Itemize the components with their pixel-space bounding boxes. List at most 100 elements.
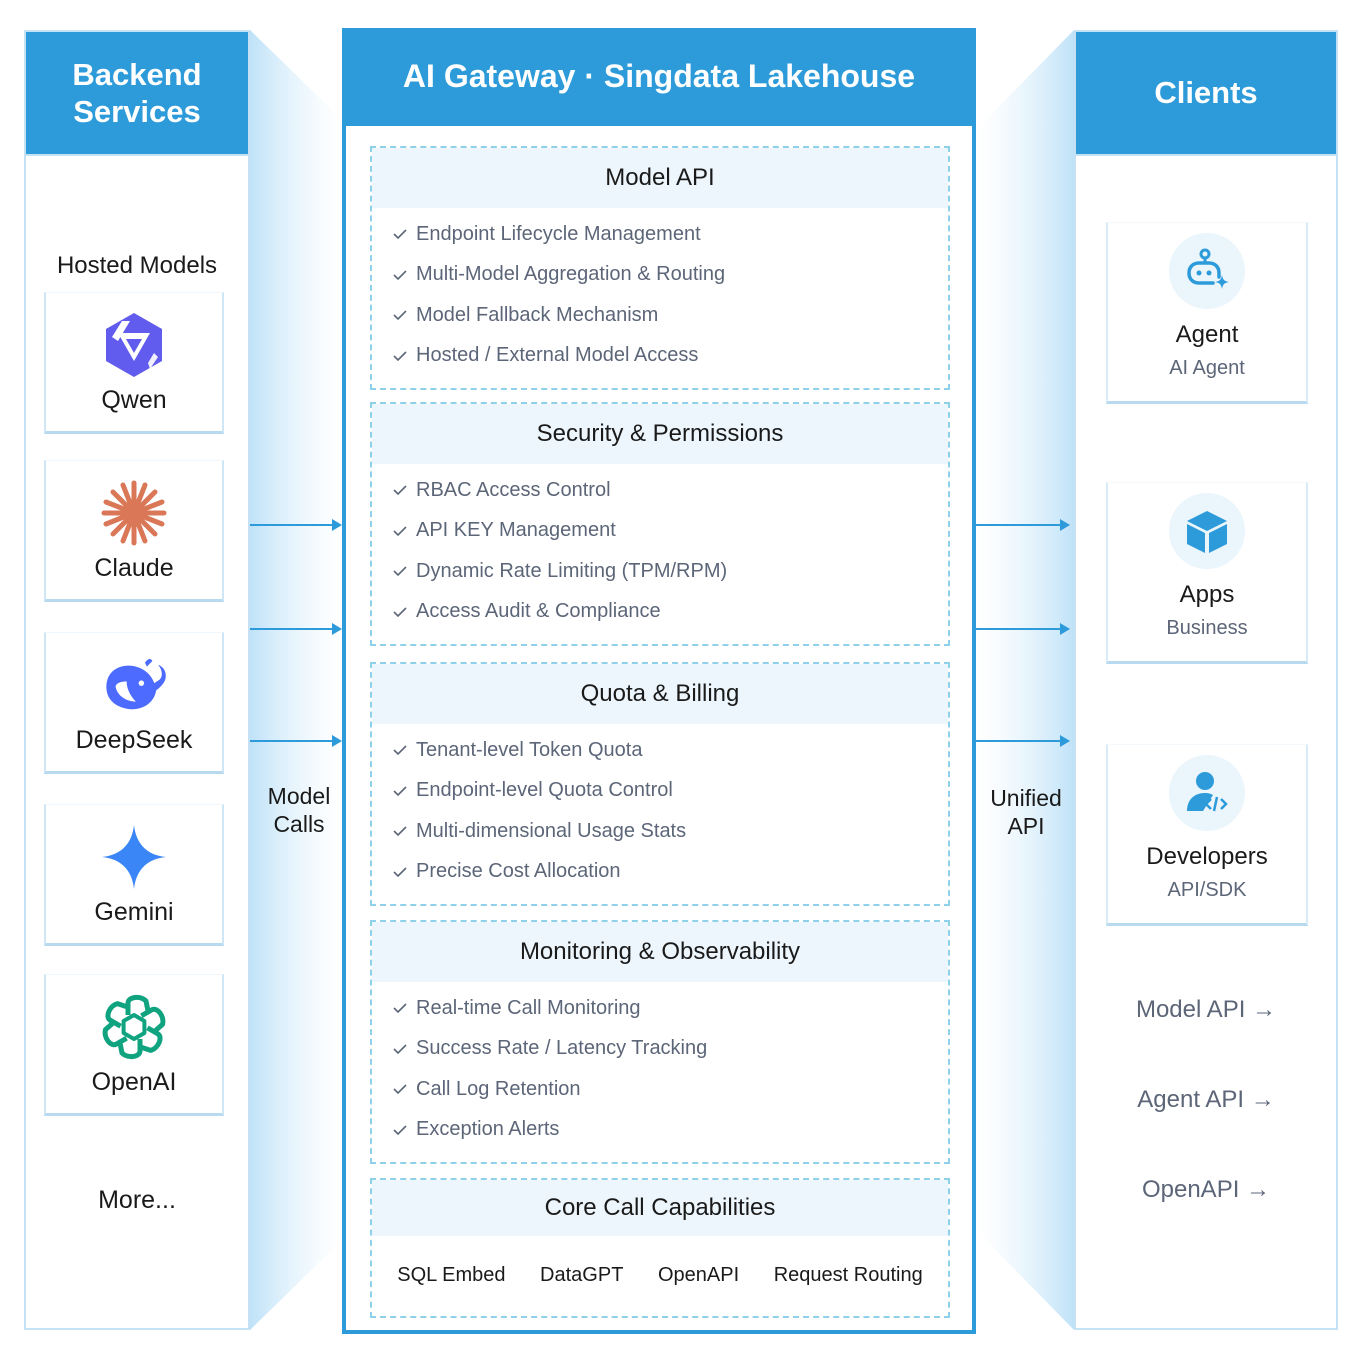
check-icon bbox=[393, 526, 407, 536]
model-card-openai[interactable]: OpenAI bbox=[44, 974, 224, 1116]
cube-icon bbox=[1187, 511, 1227, 553]
feature-text: Model Fallback Mechanism bbox=[416, 303, 659, 326]
model-card-claude[interactable]: Claude bbox=[44, 460, 224, 602]
feature-text: Endpoint Lifecycle Management bbox=[416, 222, 701, 245]
hosted-models-label: Hosted Models bbox=[56, 252, 218, 279]
feature-item: API KEY Management bbox=[392, 511, 948, 552]
feature-item: Real-time Call Monitoring bbox=[392, 988, 948, 1029]
model-api-link[interactable]: Model API → bbox=[1135, 996, 1277, 1023]
feature-item: Multi-Model Aggregation & Routing bbox=[392, 255, 948, 296]
unified-api-line1: Unified bbox=[990, 785, 1062, 811]
model-calls-line2: Calls bbox=[273, 811, 325, 837]
section-title: Quota & Billing bbox=[372, 664, 948, 724]
unified-api-arrow bbox=[976, 735, 1070, 747]
client-subtitle: API/SDK bbox=[1167, 879, 1247, 901]
feature-item: Success Rate / Latency Tracking bbox=[392, 1029, 948, 1070]
feature-text: API KEY Management bbox=[416, 519, 616, 542]
model-name: Qwen bbox=[101, 386, 167, 414]
left-funnel-gradient bbox=[250, 30, 342, 1330]
openapi-link[interactable]: OpenAPI → bbox=[1141, 1176, 1271, 1203]
feature-text: Dynamic Rate Limiting (TPM/RPM) bbox=[416, 559, 728, 582]
model-card-deepseek[interactable]: DeepSeek bbox=[44, 632, 224, 774]
feature-text: Call Log Retention bbox=[416, 1077, 581, 1100]
ai-gateway-panel: AI Gateway · Singdata Lakehouse Model AP… bbox=[342, 28, 976, 1334]
unified-api-label: Unified API bbox=[978, 784, 1074, 840]
check-icon bbox=[393, 786, 407, 796]
section-title: Core Call Capabilities bbox=[372, 1180, 948, 1236]
check-icon bbox=[393, 867, 407, 877]
deepseek-logo-icon bbox=[99, 650, 169, 720]
feature-text: Access Audit & Compliance bbox=[416, 600, 661, 623]
client-name: Agent bbox=[1175, 321, 1239, 348]
section-quota-billing: Quota & Billing Tenant-level Token Quota… bbox=[370, 662, 950, 906]
model-name: Claude bbox=[94, 554, 174, 582]
feature-item: Multi-dimensional Usage Stats bbox=[392, 811, 948, 852]
feature-item: Access Audit & Compliance bbox=[392, 592, 948, 633]
client-card-developers[interactable]: Developers API/SDK bbox=[1106, 744, 1308, 926]
check-icon bbox=[393, 1084, 407, 1095]
model-card-qwen[interactable]: Qwen bbox=[44, 292, 224, 434]
section-model-api: Model API Endpoint Lifecycle Management … bbox=[370, 146, 950, 390]
core-capability-item: SQL Embed bbox=[397, 1263, 506, 1286]
openai-logo-icon bbox=[99, 992, 169, 1062]
backend-title-line1: Backend bbox=[72, 57, 202, 92]
feature-text: Endpoint-level Quota Control bbox=[416, 779, 673, 802]
feature-item: Tenant-level Token Quota bbox=[392, 730, 948, 771]
unified-api-arrow bbox=[976, 519, 1070, 531]
section-title: Monitoring & Observability bbox=[372, 922, 948, 982]
client-card-agent[interactable]: Agent AI Agent bbox=[1106, 222, 1308, 404]
feature-text: Precise Cost Allocation bbox=[416, 860, 621, 883]
developers-icon-circle bbox=[1169, 755, 1245, 831]
client-card-apps[interactable]: Apps Business bbox=[1106, 482, 1308, 664]
model-call-arrow bbox=[250, 519, 342, 531]
model-name: DeepSeek bbox=[75, 726, 193, 754]
feature-item: Call Log Retention bbox=[392, 1069, 948, 1110]
apps-icon-circle bbox=[1169, 493, 1245, 569]
agent-api-link[interactable]: Agent API → bbox=[1137, 1086, 1275, 1113]
model-name: Gemini bbox=[94, 898, 174, 926]
check-icon bbox=[393, 745, 407, 756]
check-icon bbox=[393, 566, 407, 577]
feature-text: RBAC Access Control bbox=[416, 478, 611, 501]
clients-header: Clients bbox=[1076, 32, 1336, 156]
check-icon bbox=[393, 229, 407, 240]
check-icon bbox=[393, 1003, 407, 1014]
feature-item: Precise Cost Allocation bbox=[392, 852, 948, 893]
gateway-title: AI Gateway · Singdata Lakehouse bbox=[346, 32, 972, 126]
section-monitoring-observability: Monitoring & Observability Real-time Cal… bbox=[370, 920, 950, 1164]
client-subtitle: AI Agent bbox=[1169, 357, 1245, 379]
agent-icon-circle bbox=[1169, 233, 1245, 309]
model-call-arrow bbox=[250, 623, 342, 635]
backend-services-header: Backend Services bbox=[26, 32, 248, 156]
feature-text: Exception Alerts bbox=[416, 1118, 560, 1141]
feature-item: Endpoint-level Quota Control bbox=[392, 771, 948, 812]
check-icon bbox=[393, 826, 407, 837]
model-calls-label: Model Calls bbox=[252, 782, 346, 838]
more-models-label: More... bbox=[98, 1186, 176, 1214]
check-icon bbox=[393, 485, 407, 496]
backend-title-line2: Services bbox=[73, 94, 201, 129]
feature-text: Multi-dimensional Usage Stats bbox=[416, 819, 687, 842]
core-capability-item: OpenAPI bbox=[657, 1263, 740, 1286]
check-icon bbox=[393, 1044, 407, 1054]
feature-text: Real-time Call Monitoring bbox=[416, 996, 641, 1019]
check-icon bbox=[393, 607, 407, 617]
feature-item: RBAC Access Control bbox=[392, 470, 948, 511]
feature-item: Endpoint Lifecycle Management bbox=[392, 214, 948, 255]
feature-text: Multi-Model Aggregation & Routing bbox=[416, 263, 726, 286]
section-title: Security & Permissions bbox=[372, 404, 948, 464]
client-name: Developers bbox=[1146, 843, 1268, 870]
unified-api-line2: API bbox=[1007, 813, 1045, 839]
feature-item: Exception Alerts bbox=[392, 1110, 948, 1151]
feature-text: Hosted / External Model Access bbox=[416, 344, 699, 367]
unified-api-arrow bbox=[976, 623, 1070, 635]
feature-text: Tenant-level Token Quota bbox=[416, 738, 643, 761]
feature-item: Hosted / External Model Access bbox=[392, 336, 948, 377]
core-capability-item: DataGPT bbox=[540, 1263, 624, 1286]
core-capability-item: Request Routing bbox=[773, 1263, 923, 1286]
model-card-gemini[interactable]: Gemini bbox=[44, 804, 224, 946]
section-title: Model API bbox=[372, 148, 948, 208]
feature-text: Success Rate / Latency Tracking bbox=[416, 1037, 708, 1060]
check-icon bbox=[393, 351, 407, 361]
section-security-permissions: Security & Permissions RBAC Access Contr… bbox=[370, 402, 950, 646]
